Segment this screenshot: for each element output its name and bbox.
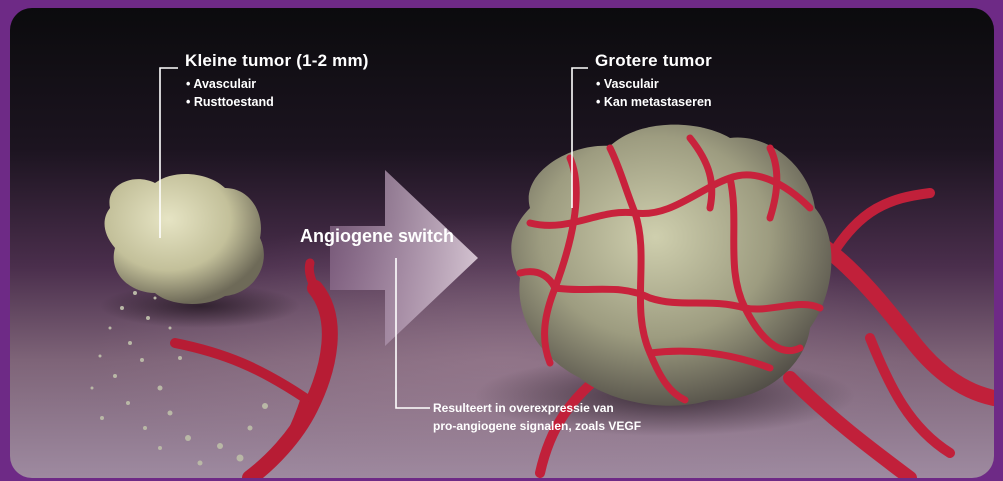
result-note-line-1: Resulteert in overexpressie van: [433, 400, 614, 417]
switch-arrow: [330, 170, 478, 346]
large-tumor-bullet-2: • Kan metastaseren: [596, 94, 712, 111]
large-tumor-bullet-1: • Vasculair: [596, 76, 659, 93]
small-tumor-bullet-2: • Rusttoestand: [186, 94, 274, 111]
small-tumor-title: Kleine tumor (1-2 mm): [185, 51, 369, 71]
switch-label: Angiogene switch: [300, 226, 454, 247]
small-tumor: [105, 174, 264, 304]
small-tumor-bullet-1: • Avasculair: [186, 76, 256, 93]
result-note-line-2: pro-angiogene signalen, zoals VEGF: [433, 418, 641, 435]
large-tumor-title: Grotere tumor: [595, 51, 712, 71]
